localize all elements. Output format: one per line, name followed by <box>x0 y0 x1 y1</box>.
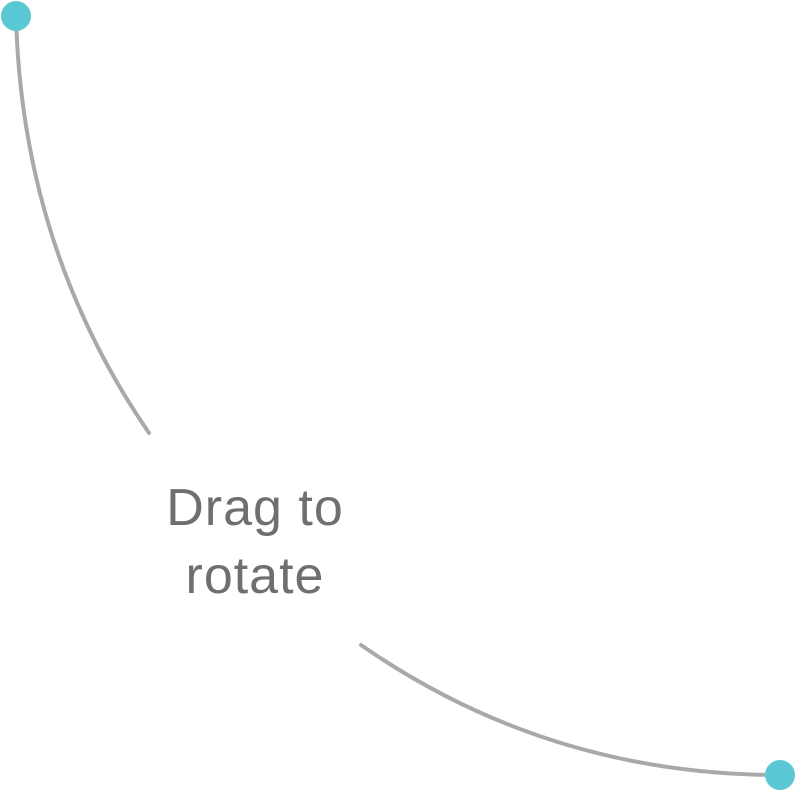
rotation-arc-upper <box>14 14 151 435</box>
hint-line-1: Drag to <box>166 479 344 537</box>
start-rotate-handle[interactable] <box>1 1 31 31</box>
drag-to-rotate-hint: Drag to rotate <box>130 474 380 610</box>
end-rotate-handle[interactable] <box>765 760 795 790</box>
hint-line-2: rotate <box>185 547 325 605</box>
rotation-arc-lower <box>359 643 782 777</box>
